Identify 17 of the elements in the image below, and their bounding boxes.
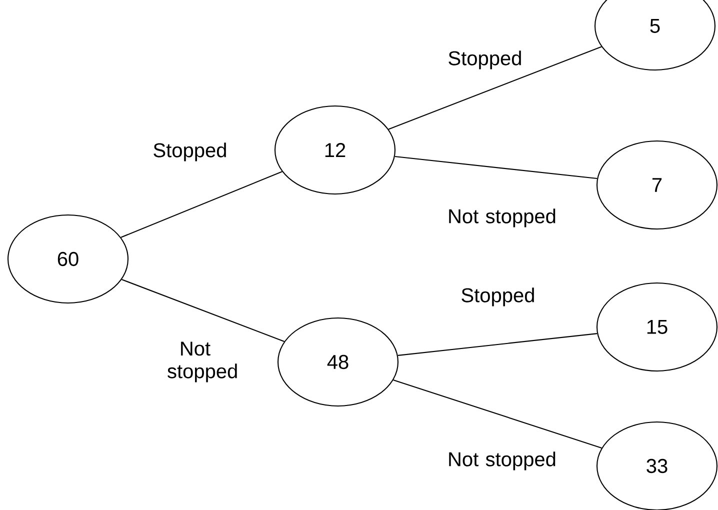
branch-line (398, 333, 598, 356)
ellipse-node: 15 (596, 282, 718, 372)
ellipse-node: 12 (274, 105, 396, 195)
ellipse-node: 48 (277, 317, 399, 407)
edge-label: Stopped (154, 142, 226, 162)
edge-label: Stopped (448, 50, 521, 70)
branch-line (388, 46, 602, 130)
edge-label: Stopped (462, 288, 534, 306)
edge-label: Not stopped (168, 342, 237, 382)
branch-line (394, 156, 598, 180)
branch-line (120, 171, 282, 238)
branch-line (393, 380, 602, 448)
ellipse-node: 60 (7, 214, 129, 304)
branch-line (122, 279, 284, 342)
edge-label: Not stopped (449, 208, 556, 228)
ellipse-node: 7 (596, 140, 718, 230)
edge-label: Not stopped (449, 452, 556, 470)
